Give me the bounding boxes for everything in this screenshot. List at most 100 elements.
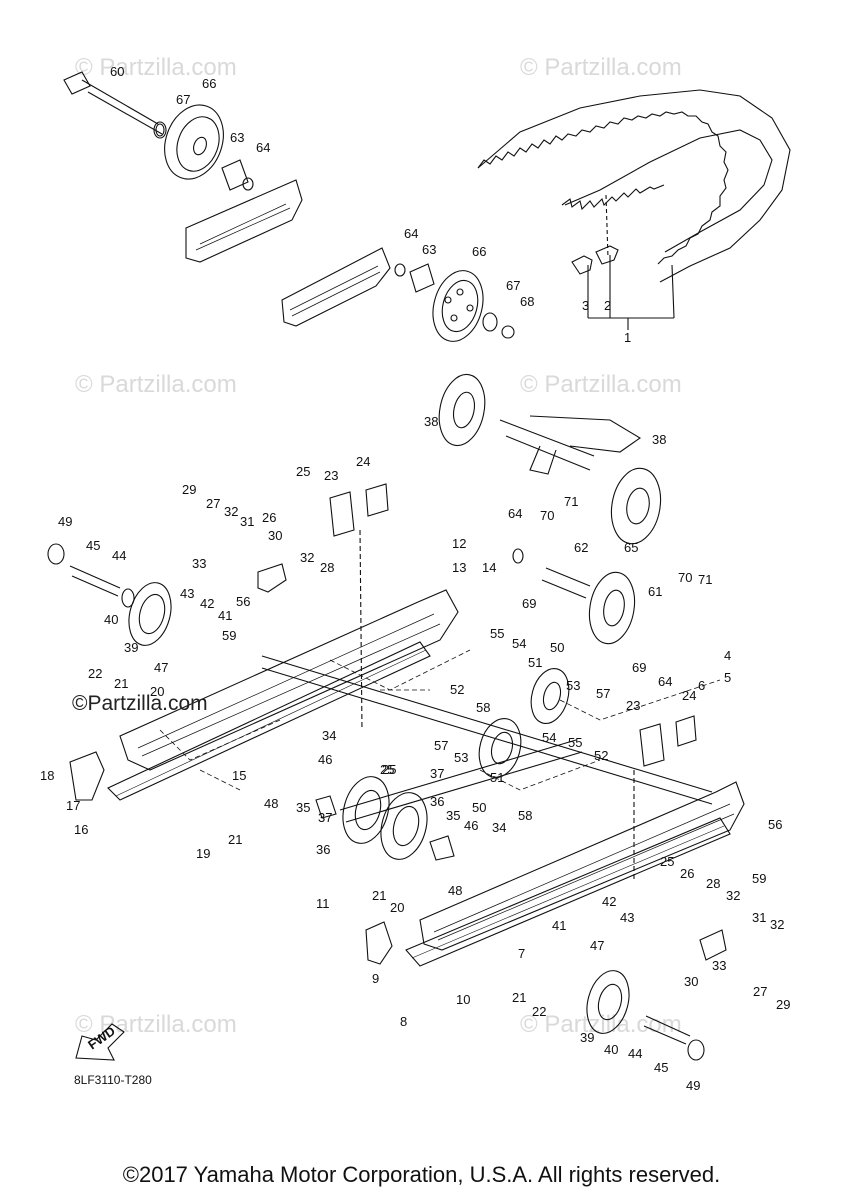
part-callout-61: 61 bbox=[648, 584, 662, 599]
part-callout-63: 63 bbox=[422, 242, 436, 257]
part-callout-64: 64 bbox=[256, 140, 270, 155]
part-callout-55: 55 bbox=[568, 735, 582, 750]
shaft-62 bbox=[541, 567, 591, 599]
part-callout-42: 42 bbox=[602, 894, 616, 909]
part-callout-30: 30 bbox=[684, 974, 698, 989]
clip-3 bbox=[571, 255, 593, 275]
collar-63-top bbox=[221, 159, 249, 191]
bracket-9 bbox=[365, 921, 393, 965]
watermark: © Partzilla.com bbox=[520, 54, 682, 81]
wheel-36-a bbox=[342, 776, 390, 844]
slider-right bbox=[405, 817, 731, 967]
part-callout-20: 20 bbox=[390, 900, 404, 915]
part-callout-6: 6 bbox=[698, 678, 705, 693]
part-callout-54: 54 bbox=[542, 730, 556, 745]
part-callout-22: 22 bbox=[88, 666, 102, 681]
arm-30-top bbox=[257, 563, 287, 593]
part-callout-58: 58 bbox=[476, 700, 490, 715]
washer-64-b bbox=[512, 548, 524, 564]
part-callout-69: 69 bbox=[522, 596, 536, 611]
track-inner bbox=[564, 129, 773, 253]
part-callout-12: 12 bbox=[452, 536, 466, 551]
part-callout-1: 1 bbox=[624, 330, 631, 345]
part-callout-35: 35 bbox=[296, 800, 310, 815]
fwd-arrow bbox=[75, 1023, 125, 1061]
watermark: © Partzilla.com bbox=[75, 54, 237, 81]
part-callout-46: 46 bbox=[318, 752, 332, 767]
part-callout-70: 70 bbox=[540, 508, 554, 523]
cap-49-left bbox=[47, 543, 65, 565]
part-callout-42: 42 bbox=[200, 596, 214, 611]
part-callout-64: 64 bbox=[508, 506, 522, 521]
part-callout-36: 36 bbox=[316, 842, 330, 857]
part-callout-19: 19 bbox=[196, 846, 210, 861]
washer-64-top bbox=[242, 177, 254, 191]
part-callout-29: 29 bbox=[776, 997, 790, 1012]
part-callout-71: 71 bbox=[564, 494, 578, 509]
bearing-67-mid bbox=[482, 312, 498, 332]
part-callout-21: 21 bbox=[228, 832, 242, 847]
part-callout-15: 15 bbox=[232, 768, 246, 783]
part-callout-38: 38 bbox=[424, 414, 438, 429]
watermark: © Partzilla.com bbox=[75, 371, 237, 398]
part-callout-64: 64 bbox=[404, 226, 418, 241]
part-callout-70: 70 bbox=[678, 570, 692, 585]
part-callout-54: 54 bbox=[512, 636, 526, 651]
bearing-44-left bbox=[121, 588, 135, 608]
part-callout-62: 62 bbox=[574, 540, 588, 555]
part-callout-23: 23 bbox=[324, 468, 338, 483]
part-callout-48: 48 bbox=[264, 796, 278, 811]
part-callout-35: 35 bbox=[446, 808, 460, 823]
part-callout-21: 21 bbox=[372, 888, 386, 903]
part-callout-13: 13 bbox=[452, 560, 466, 575]
part-callout-25: 25 bbox=[382, 762, 396, 777]
part-callout-44: 44 bbox=[112, 548, 126, 563]
wheel-38-right bbox=[610, 467, 662, 545]
part-callout-48: 48 bbox=[448, 883, 462, 898]
part-callout-10: 10 bbox=[456, 992, 470, 1007]
part-callout-33: 33 bbox=[192, 556, 206, 571]
clip-2 bbox=[595, 245, 619, 265]
part-callout-66: 66 bbox=[202, 76, 216, 91]
part-callout-27: 27 bbox=[206, 496, 220, 511]
part-callout-51: 51 bbox=[490, 770, 504, 785]
part-callout-25: 25 bbox=[660, 854, 674, 869]
part-callout-16: 16 bbox=[74, 822, 88, 837]
arm-30-bottom bbox=[699, 929, 727, 961]
wheel-40-right bbox=[586, 970, 630, 1034]
part-callout-24: 24 bbox=[682, 688, 696, 703]
part-callout-56: 56 bbox=[768, 817, 782, 832]
wheel-36-b bbox=[380, 792, 428, 860]
watermark: © Partzilla.com bbox=[520, 371, 682, 398]
part-callout-25: 25 bbox=[380, 762, 394, 777]
part-callout-53: 53 bbox=[454, 750, 468, 765]
part-callout-57: 57 bbox=[434, 738, 448, 753]
part-callout-37: 37 bbox=[318, 810, 332, 825]
part-callout-20: 20 bbox=[150, 684, 164, 699]
part-callout-32: 32 bbox=[726, 888, 740, 903]
bearing-67-top bbox=[153, 121, 167, 139]
block-24-top bbox=[365, 483, 389, 517]
part-callout-4: 4 bbox=[724, 648, 731, 663]
block-24-right bbox=[675, 715, 697, 747]
part-callout-50: 50 bbox=[550, 640, 564, 655]
part-callout-49: 49 bbox=[686, 1078, 700, 1093]
part-callout-53: 53 bbox=[566, 678, 580, 693]
bolt-45-left bbox=[69, 565, 121, 597]
collar-63-mid bbox=[409, 263, 435, 293]
wheel-66-mid bbox=[432, 270, 484, 342]
cross-shaft-rear bbox=[261, 655, 713, 805]
part-callout-17: 17 bbox=[66, 798, 80, 813]
part-callout-60: 60 bbox=[110, 64, 124, 79]
part-callout-25: 25 bbox=[296, 464, 310, 479]
part-callout-52: 52 bbox=[594, 748, 608, 763]
part-callout-47: 47 bbox=[154, 660, 168, 675]
part-callout-49: 49 bbox=[58, 514, 72, 529]
part-callout-51: 51 bbox=[528, 655, 542, 670]
part-callout-18: 18 bbox=[40, 768, 54, 783]
shaft-60 bbox=[63, 71, 165, 137]
part-callout-45: 45 bbox=[86, 538, 100, 553]
nut-68 bbox=[501, 325, 515, 339]
part-callout-69: 69 bbox=[632, 660, 646, 675]
rail-right bbox=[419, 781, 745, 951]
